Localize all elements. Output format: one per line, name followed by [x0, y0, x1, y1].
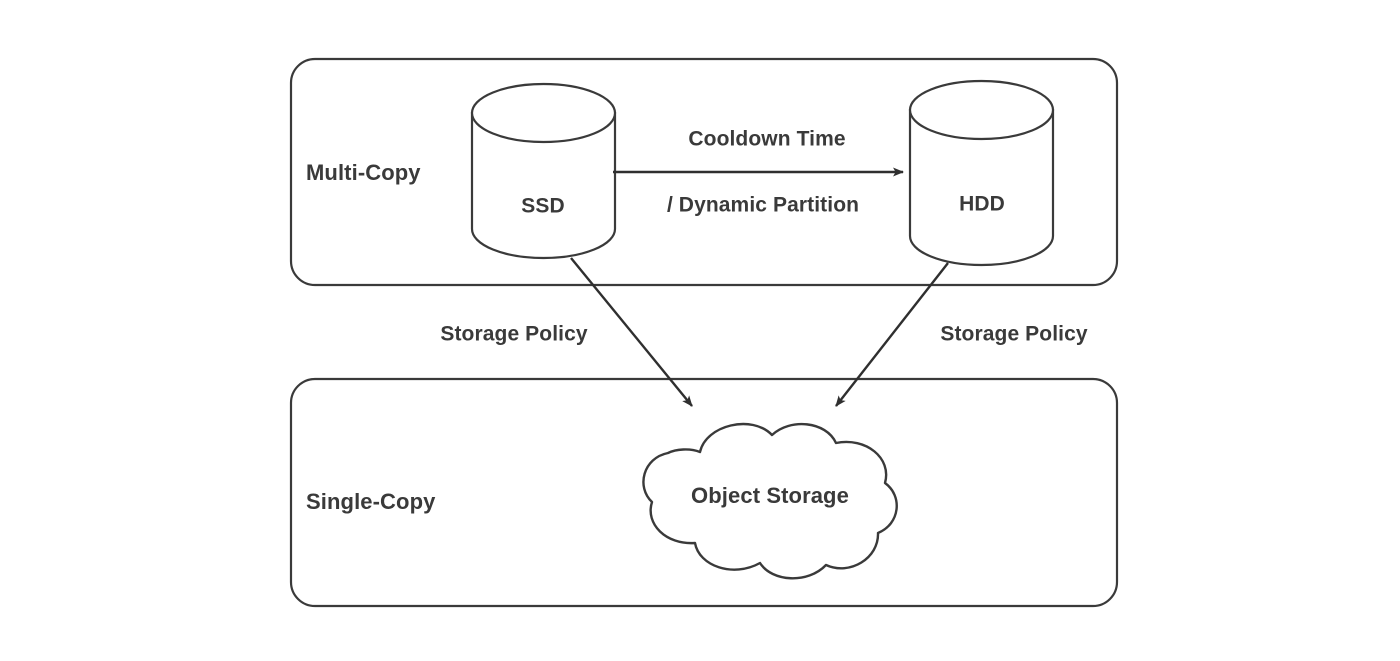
- edge-ssd-to-object-storage: [570, 257, 693, 407]
- multi-copy-group-label: Multi-Copy: [306, 160, 421, 185]
- ssd-node-label: SSD: [521, 194, 565, 218]
- edge-label-cooldown-time: Cooldown Time: [688, 127, 846, 151]
- hdd-cylinder-shape: [908, 79, 1055, 267]
- edge-label-dynamic-partition: / Dynamic Partition: [666, 193, 860, 217]
- edge-label-storage-policy-right: Storage Policy: [940, 322, 1088, 346]
- edge-label-storage-policy-left: Storage Policy: [440, 322, 588, 346]
- ssd-cylinder-shape: [470, 82, 617, 260]
- object-storage-node-label: Object Storage: [691, 483, 849, 508]
- object-storage-cloud-shape: [642, 422, 898, 580]
- hdd-node-label: HDD: [959, 192, 1005, 216]
- edge-hdd-to-object-storage: [835, 262, 949, 407]
- single-copy-group-label: Single-Copy: [306, 489, 436, 514]
